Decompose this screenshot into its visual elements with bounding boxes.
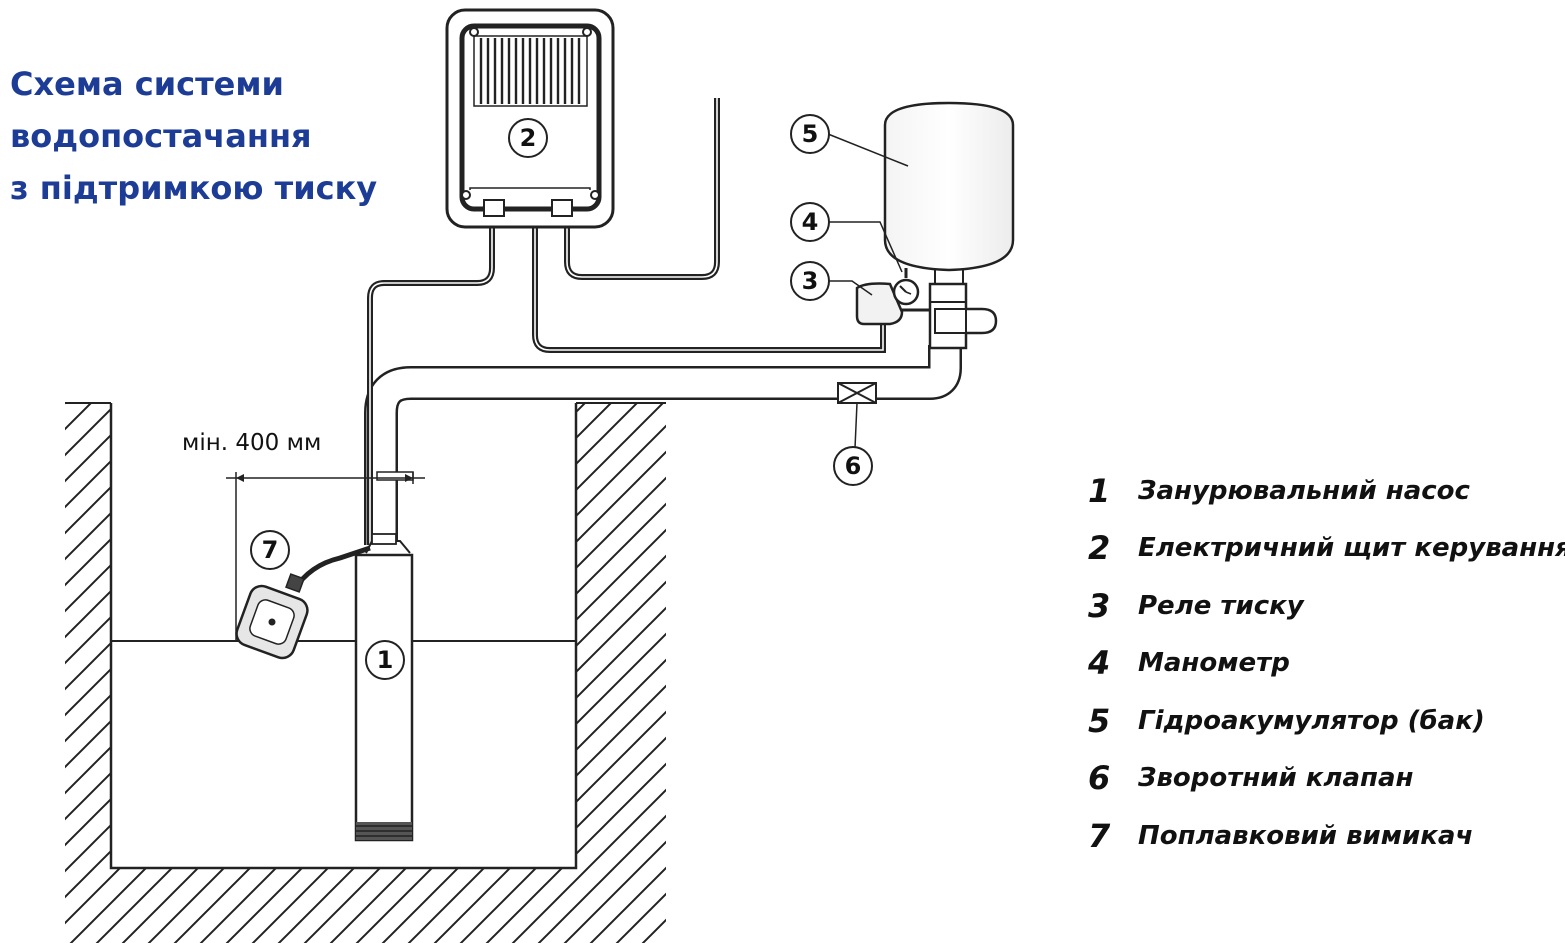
legend-number: 2 — [1088, 529, 1111, 568]
min-distance-label: мін. 400 мм — [182, 430, 321, 456]
title-line-2: водопостачання — [10, 117, 312, 155]
legend-number: 4 — [1088, 644, 1111, 683]
legend-label: Реле тиску — [1138, 590, 1304, 621]
diagram-title: Схема системи водопостачання з підтримко… — [10, 58, 377, 214]
marker-3: 3 — [790, 261, 830, 301]
marker-5-label: 5 — [802, 120, 819, 148]
marker-6: 6 — [833, 446, 873, 486]
marker-3-label: 3 — [802, 267, 819, 295]
manometer — [892, 268, 920, 306]
marker-7-label: 7 — [262, 536, 279, 564]
discharge-pipe — [364, 345, 962, 545]
min-distance-dimension — [226, 472, 425, 640]
switch-cable — [532, 225, 886, 353]
marker-1: 1 — [365, 640, 405, 680]
legend-label: Поплавковий вимикач — [1138, 820, 1474, 851]
pressure-tank — [883, 101, 1015, 285]
legend-number: 5 — [1088, 701, 1111, 740]
marker-4-label: 4 — [802, 208, 819, 236]
legend-item: 1 Занурювальний насос — [1088, 462, 1565, 520]
legend-label: Занурювальний насос — [1138, 475, 1470, 506]
tee-fitting — [928, 282, 998, 350]
marker-2: 2 — [508, 118, 548, 158]
well-wall — [109, 403, 578, 870]
legend-item: 7 Поплавковий вимикач — [1088, 807, 1565, 865]
marker-1-label: 1 — [377, 646, 394, 674]
title-line-3: з підтримкою тиску — [10, 169, 378, 207]
legend-label: Гідроакумулятор (бак) — [1138, 705, 1485, 736]
leader-lines — [827, 133, 909, 296]
legend-item: 3 Реле тиску — [1088, 577, 1565, 635]
check-valve — [837, 382, 877, 404]
legend-item: 6 Зворотний клапан — [1088, 750, 1565, 808]
legend-item: 5 Гідроакумулятор (бак) — [1088, 692, 1565, 750]
legend: 1 Занурювальний насос 2 Електричний щит … — [1088, 462, 1565, 865]
marker-4: 4 — [790, 202, 830, 242]
legend-number: 3 — [1088, 586, 1111, 625]
marker-7: 7 — [250, 530, 290, 570]
pressure-switch — [855, 282, 930, 326]
marker-5: 5 — [790, 114, 830, 154]
legend-number: 6 — [1088, 759, 1111, 798]
legend-number: 7 — [1088, 816, 1111, 855]
title-line-1: Схема системи — [10, 65, 284, 103]
legend-label: Електричний щит керування — [1138, 533, 1565, 564]
legend-item: 4 Манометр — [1088, 635, 1565, 693]
float-switch — [235, 573, 309, 660]
marker-6-label: 6 — [845, 452, 862, 480]
well-ground — [65, 402, 696, 943]
legend-number: 1 — [1088, 471, 1111, 510]
legend-label: Зворотний клапан — [1138, 763, 1414, 794]
submersible-pump — [354, 533, 414, 842]
legend-label: Манометр — [1138, 648, 1290, 679]
legend-item: 2 Електричний щит керування — [1088, 520, 1565, 578]
marker-2-label: 2 — [520, 124, 537, 152]
